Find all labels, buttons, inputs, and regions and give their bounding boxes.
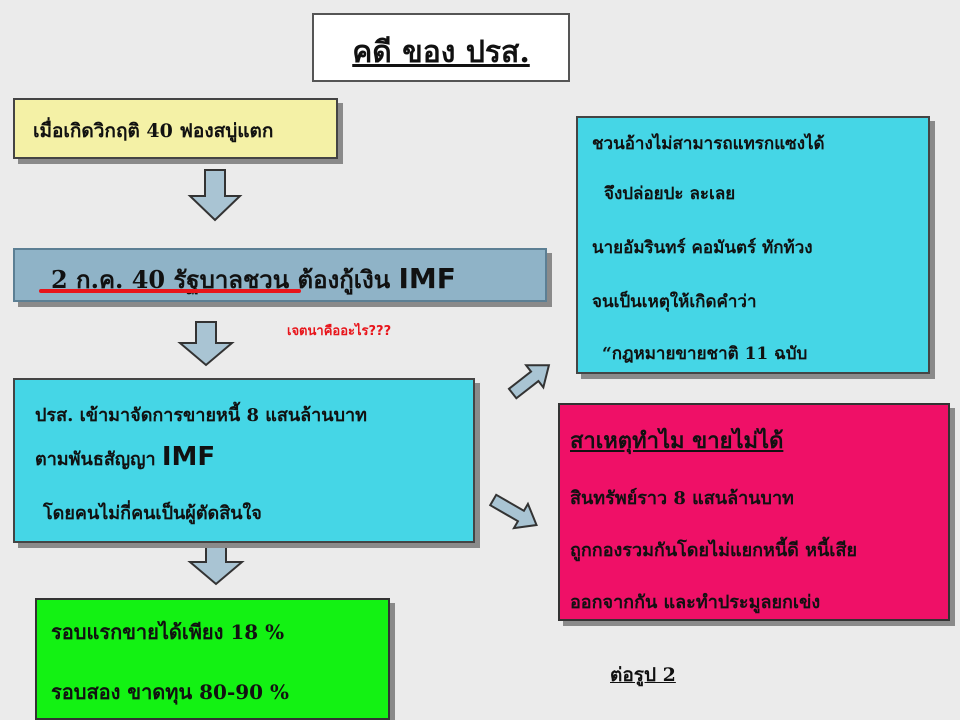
chuan-line-3: นายอัมรินทร์ คอมันตร์ ทักท้วง [592,238,813,258]
crisis-text: เมื่อเกิดวิกฤติ 40 ฟองสบู่แตก [33,120,274,142]
chuan-line-4: จนเป็นเหตุให้เกิดคำว่า [592,292,757,312]
red-underline-mark [39,289,301,293]
diagram-title: คดี ของ ปรส. [352,35,530,70]
chuan-line-5: “กฎหมายขายชาติ 11 ฉบับ [602,344,808,364]
rasat-line-2-text: ตามพันธสัญญา [35,449,162,470]
down-right-arrow [488,493,538,530]
cause-box: สาเหตุทำไม ขายไม่ได้ สินทรัพย์ราว 8 แสนล… [558,403,950,621]
cause-line-2: ถูกกองรวมกันโดยไม่แยกหนี้ดี หนี้เสีย [570,540,857,561]
cause-line-1: สินทรัพย์ราว 8 แสนล้านบาท [570,488,794,509]
chuan-line-1: ชวนอ้างไม่สามารถแทรกแซงได้ [592,134,825,154]
rasat-line-3: โดยคนไม่กี่คนเป็นผู้ตัดสินใจ [43,503,262,524]
title-box: คดี ของ ปรส. [312,13,570,82]
chuan-box: ชวนอ้างไม่สามารถแทรกแซงได้ จึงปล่อยปะ ละ… [576,116,930,374]
rasat-box: ปรส. เข้ามาจัดการขายหนี้ 8 แสนล้านบาท ตา… [13,378,475,543]
down-arrow-2 [177,321,235,367]
cause-heading: สาเหตุทำไม ขายไม่ได้ [570,428,784,454]
up-right-arrow [507,364,551,400]
imf-loan-box: 2 ก.ค. 40 รัฐบาลชวน ต้องกู้เงิน IMF [13,248,547,302]
cause-line-3: ออกจากกัน และทำประมูลยกเข่ง [570,592,821,613]
chuan-line-2: จึงปล่อยปะ ละเลย [604,184,736,204]
result-line-2: รอบสอง ขาดทุน 80-90 % [51,680,290,704]
down-arrow-1 [187,169,243,222]
down-arrow-3 [187,539,245,586]
rasat-imf-label: IMF [161,442,216,472]
result-line-1: รอบแรกขายได้เพียง 18 % [51,620,285,644]
result-box: รอบแรกขายได้เพียง 18 % รอบสอง ขาดทุน 80-… [35,598,390,720]
rasat-line-1: ปรส. เข้ามาจัดการขายหนี้ 8 แสนล้านบาท [35,405,367,426]
imf-loan-text: 2 ก.ค. 40 รัฐบาลชวน ต้องกู้เงิน IMF [51,260,456,299]
imf-label: IMF [398,262,456,295]
crisis-box: เมื่อเกิดวิกฤติ 40 ฟองสบู่แตก [13,98,338,159]
rasat-line-2: ตามพันธสัญญา IMF [35,442,215,473]
question-note: เจตนาคืออะไร??? [287,324,392,339]
next-page-label: ต่อรูป 2 [610,664,676,686]
